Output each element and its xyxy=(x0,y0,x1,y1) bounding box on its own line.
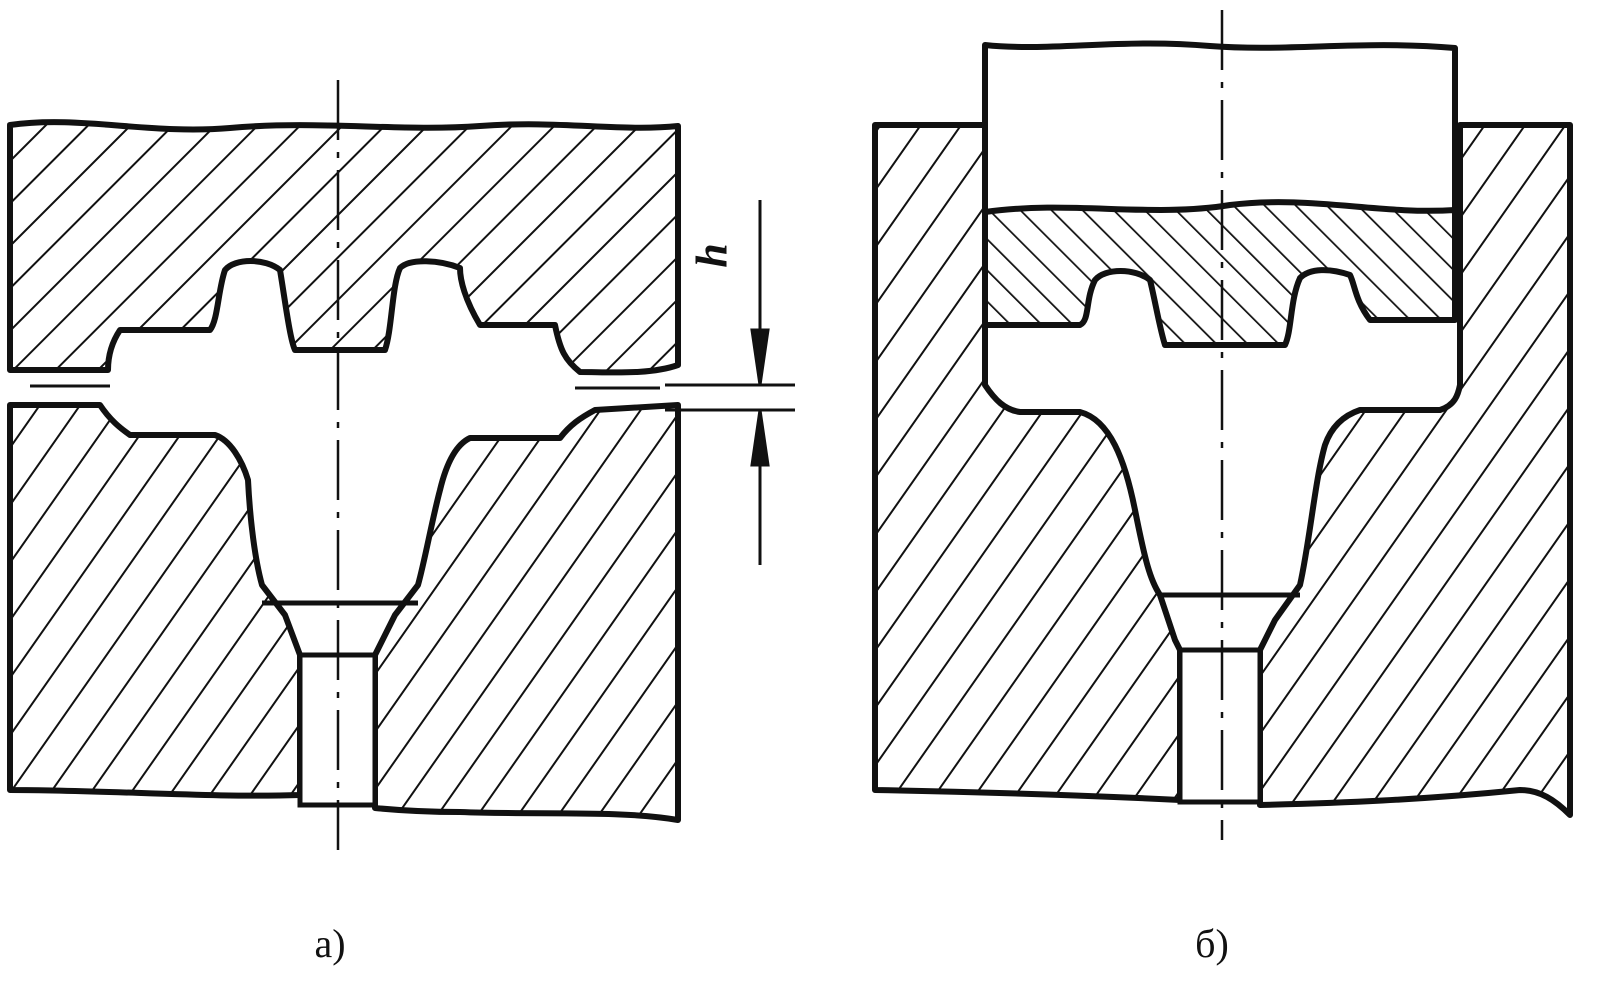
dimension-h xyxy=(665,200,795,565)
caption-a: а) xyxy=(314,921,346,966)
figure-a xyxy=(7,80,795,850)
lower-die-a-right xyxy=(372,402,681,823)
punch-b xyxy=(982,40,1458,218)
die-b-right xyxy=(1257,122,1573,818)
ejector-channel-b xyxy=(1177,647,1263,805)
dimension-h-label: h xyxy=(687,243,737,268)
figure-b xyxy=(872,10,1573,840)
die-b-left xyxy=(872,122,1183,803)
workpiece-b xyxy=(982,199,1458,348)
caption-b: б) xyxy=(1195,921,1229,966)
lower-die-a xyxy=(7,402,303,799)
upper-die-a xyxy=(7,119,681,376)
